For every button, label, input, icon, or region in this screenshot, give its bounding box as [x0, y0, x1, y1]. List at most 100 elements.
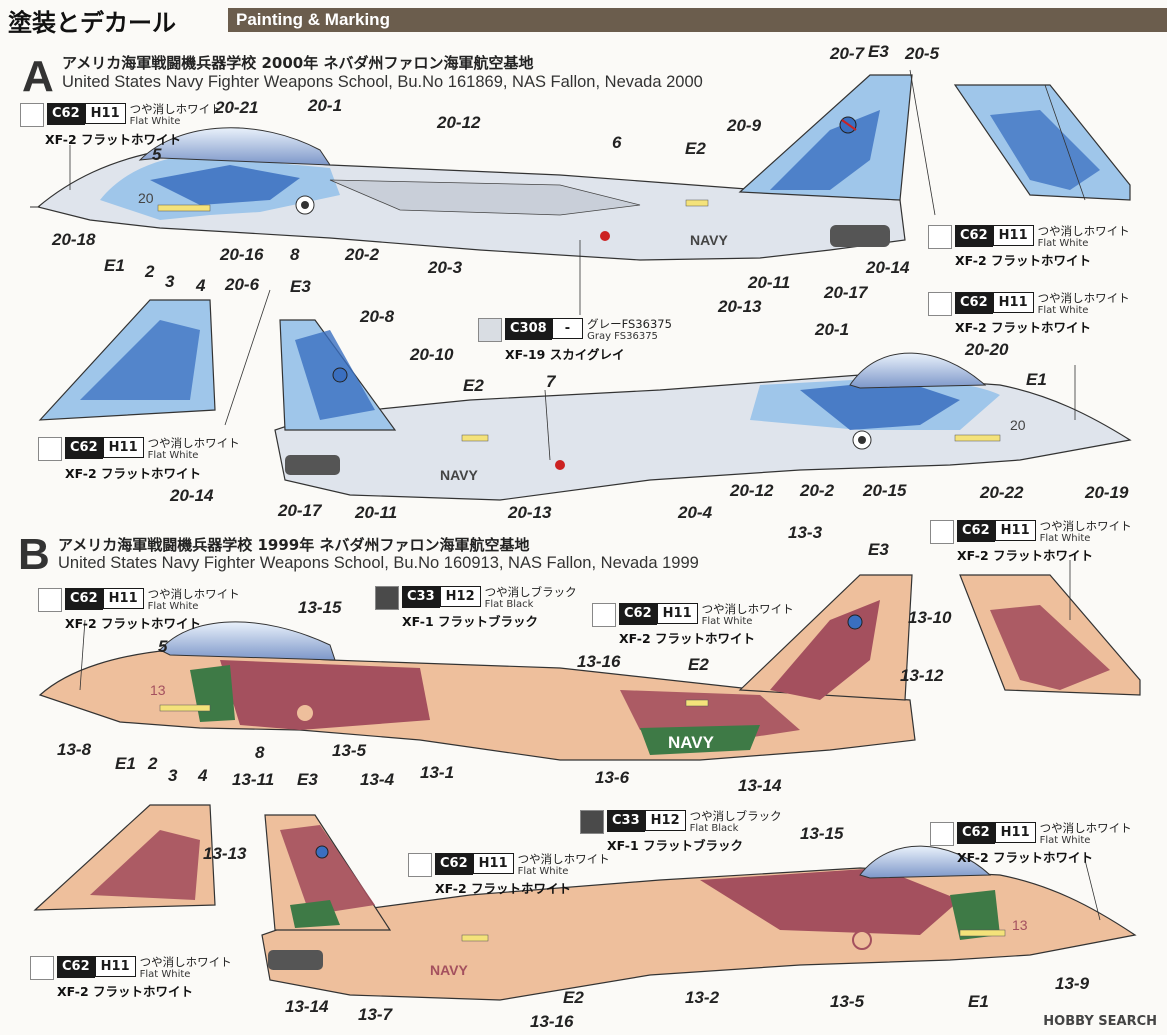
b-top-nose-number: 13 — [150, 682, 166, 698]
paint-name: XF-2 フラットホワイト — [65, 616, 202, 631]
paint-swatch — [592, 603, 616, 627]
b-top-navy-text: NAVY — [668, 733, 715, 752]
paint-code: H12 — [644, 810, 686, 831]
paint-swatch — [20, 103, 44, 127]
scheme-a-fin-view-1 — [953, 84, 1131, 201]
paint-code: H11 — [94, 956, 136, 977]
paint-code: C62 — [435, 853, 473, 875]
callout: E1 — [104, 256, 125, 275]
callout: 13-14 — [738, 776, 782, 795]
callout: 13-16 — [577, 652, 621, 671]
page-header: 塗装とデカール Painting & Marking — [0, 0, 1167, 37]
leader-lines — [69, 69, 1101, 921]
a-bottom-navy-text: NAVY — [440, 467, 479, 483]
callout: 13-11 — [232, 770, 275, 789]
callout: 20-11 — [748, 273, 791, 292]
paint-swatch — [478, 318, 502, 342]
paint-name: XF-2 フラットホワイト — [955, 253, 1092, 268]
callout: 4 — [196, 276, 206, 295]
paint-swatch — [408, 853, 432, 877]
paint-swatch — [38, 437, 62, 461]
callout: 13-15 — [298, 598, 342, 617]
a-top-nose-number: 20 — [138, 190, 154, 206]
callout: 20-7 — [830, 44, 865, 63]
paint-code: H11 — [656, 603, 698, 624]
callout: 13-5 — [830, 992, 865, 1011]
callout: 20-20 — [965, 340, 1009, 359]
section-a-title-jp: アメリカ海軍戦闘機兵器学校 2000年 ネバダ州ファロン海軍航空基地 — [62, 54, 534, 72]
scheme-b-fin-view-1 — [959, 574, 1141, 696]
paint-code: C33 — [402, 586, 440, 608]
callout: 13-7 — [358, 1005, 393, 1024]
callout: 20-8 — [360, 307, 395, 326]
callout: 20-19 — [1085, 483, 1129, 502]
scheme-a-right-profile: NAVY 20 — [274, 319, 1132, 501]
callout: 20-10 — [410, 345, 454, 364]
paint-code: - — [551, 318, 584, 339]
callout: 8 — [290, 245, 300, 264]
callout: 13-1 — [420, 763, 455, 782]
b-bottom-navy-text: NAVY — [430, 962, 469, 978]
paint-code: C62 — [957, 520, 995, 542]
paint-code: C62 — [65, 437, 103, 459]
paint-name: XF-1 フラットブラック — [607, 838, 744, 853]
callout: E3 — [868, 540, 889, 559]
paint-code: C62 — [47, 103, 85, 125]
paint-swatch — [928, 292, 952, 316]
callout: 13-6 — [595, 768, 630, 787]
paint-code: H11 — [472, 853, 514, 874]
section-b-letter: B — [18, 530, 50, 579]
callout: 6 — [612, 133, 622, 152]
paint-name: XF-2 フラットホワイト — [435, 881, 572, 896]
section-b-title-jp: アメリカ海軍戦闘機兵器学校 1999年 ネバダ州ファロン海軍航空基地 — [58, 536, 530, 554]
callout: 20-2 — [800, 481, 835, 500]
paint-code: C62 — [619, 603, 657, 625]
paint-code: H11 — [992, 225, 1034, 246]
paint-code: H11 — [102, 588, 144, 609]
paint-name: XF-2 フラットホワイト — [955, 320, 1092, 335]
callout: 13-9 — [1055, 974, 1090, 993]
callout: 20-1 — [815, 320, 850, 339]
callout: E2 — [685, 139, 706, 158]
callout: 13-5 — [332, 741, 367, 760]
callout: 8 — [255, 743, 265, 762]
callout: 13-3 — [788, 523, 823, 542]
paint-code: C62 — [957, 822, 995, 844]
callout: 20-22 — [980, 483, 1024, 502]
callout: E3 — [297, 770, 318, 789]
callout: E2 — [563, 988, 584, 1007]
callout: 13-8 — [57, 740, 92, 759]
paint-code: H12 — [439, 586, 481, 607]
callout: 20-18 — [52, 230, 96, 249]
callout: 20-17 — [278, 501, 322, 520]
paint-code: C308 — [505, 318, 552, 340]
section-a-title-en: United States Navy Fighter Weapons Schoo… — [62, 73, 703, 91]
paint-code: H11 — [102, 437, 144, 458]
header-title-jp: 塗装とデカール — [8, 9, 176, 37]
callout: 13-4 — [360, 770, 395, 789]
paint-code: C62 — [955, 292, 993, 314]
paint-swatch — [930, 520, 954, 544]
callout: 13-16 — [530, 1012, 574, 1031]
paint-code: H11 — [992, 292, 1034, 313]
a-top-navy-text: NAVY — [690, 232, 729, 248]
callout: E2 — [463, 376, 484, 395]
callout: 5 — [152, 145, 162, 164]
scheme-a-left-profile: NAVY 20 — [30, 74, 913, 261]
callout: 20-15 — [863, 481, 907, 500]
paint-swatch — [930, 822, 954, 846]
